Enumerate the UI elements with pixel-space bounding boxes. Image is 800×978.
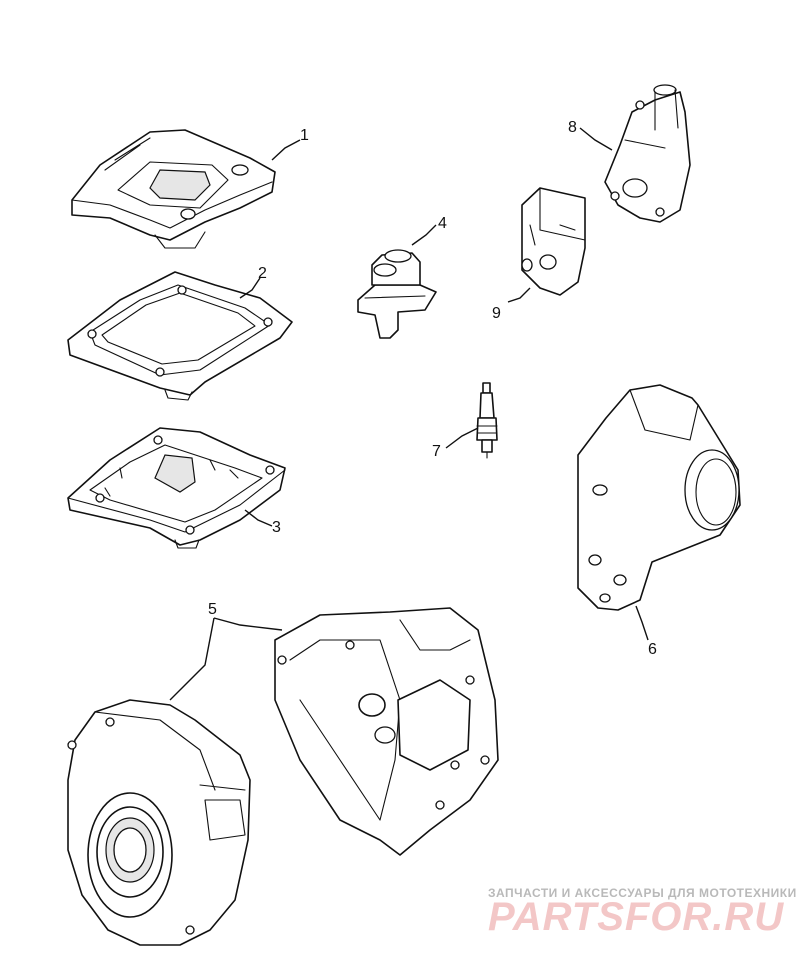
part-5-crankcase-left: [67, 699, 251, 946]
leader-2: [239, 277, 261, 299]
leader-lines: [169, 127, 649, 701]
callout-9: 9: [492, 305, 501, 322]
callout-8: 8: [568, 119, 577, 136]
callout-4: 4: [438, 215, 447, 232]
part-1-rocker-cover: [71, 129, 276, 249]
leader-5b: [213, 617, 283, 631]
part-5-crankcase-right: [274, 607, 499, 856]
leader-6: [635, 605, 649, 641]
watermark-logo: PARTSFOR.RU: [488, 895, 784, 939]
leader-7: [445, 427, 479, 449]
leader-9: [507, 287, 531, 303]
part-3-rocker-housing: [67, 427, 286, 549]
callout-2: 2: [258, 265, 267, 282]
watermark-tagline: ЗАПЧАСТИ И АКСЕССУАРЫ ДЛЯ МОТОТЕХНИКИ: [488, 886, 797, 900]
part-9-bracket: [521, 187, 586, 296]
leader-1: [271, 139, 301, 161]
callout-1: 1: [300, 127, 309, 144]
part-8-cam-support: [604, 84, 691, 223]
leader-4: [411, 224, 437, 246]
leader-3: [244, 509, 273, 527]
callout-6: 6: [648, 641, 657, 658]
part-7-spark-plug: [476, 382, 498, 459]
watermark: ЗАПЧАСТИ И АКСЕССУАРЫ ДЛЯ МОТОТЕХНИКИ PA…: [488, 886, 797, 939]
leader-8: [579, 127, 613, 151]
leader-5a: [169, 617, 215, 701]
callout-5: 5: [208, 601, 217, 618]
callout-3: 3: [272, 519, 281, 536]
part-6-gear-cover: [577, 384, 741, 611]
callout-7: 7: [432, 443, 441, 460]
part-2-gasket: [67, 271, 293, 401]
part-4-valve-block: [357, 249, 437, 339]
